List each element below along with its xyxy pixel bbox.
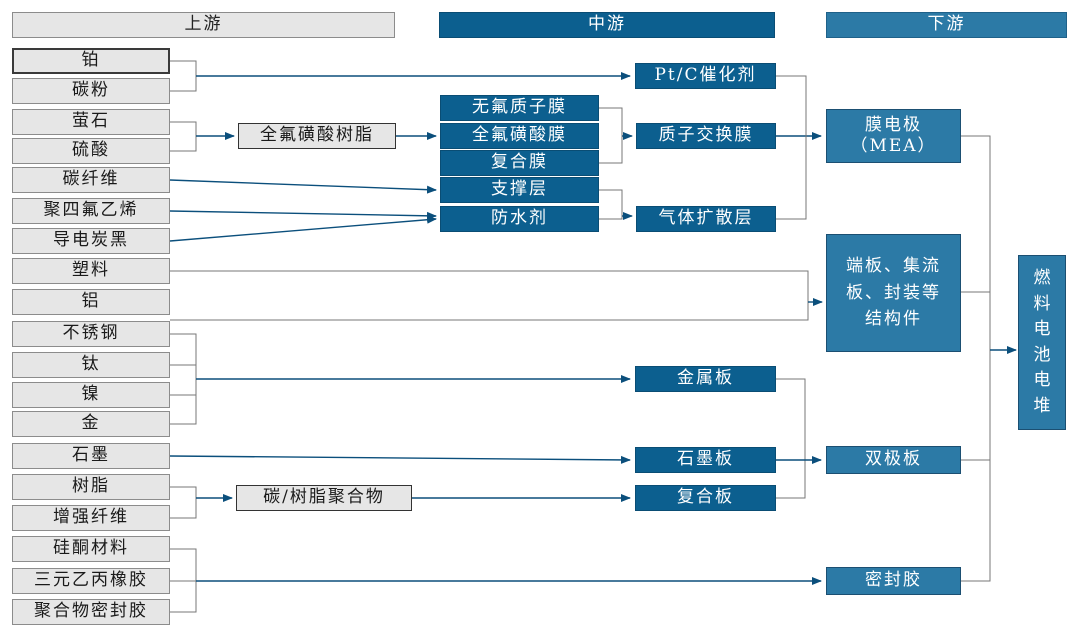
product-fuel-cell-stack: 燃料电池电堆 (1018, 255, 1066, 430)
component-composite-plate: 复合板 (635, 485, 776, 511)
material-epdm: 三元乙丙橡胶 (12, 568, 170, 594)
component-pem: 质子交换膜 (636, 123, 776, 149)
component-gdl: 气体扩散层 (636, 206, 776, 232)
component-graphite-plate: 石墨板 (635, 447, 776, 473)
material-aluminum: 铝 (12, 289, 170, 315)
material-ptfe: 聚四氟乙烯 (12, 198, 170, 224)
product-bipolar-plate: 双极板 (826, 446, 961, 474)
product-mea-line2: （MEA） (850, 136, 937, 156)
intermediate-carbon-resin-composite: 碳/树脂聚合物 (236, 485, 412, 511)
component-pfsa-membrane: 全氟磺酸膜 (440, 123, 599, 149)
material-fluorite: 萤石 (12, 109, 170, 135)
component-metal-plate: 金属板 (635, 366, 776, 392)
product-mea: 膜电极 （MEA） (826, 109, 961, 163)
material-stainless-steel: 不锈钢 (12, 321, 170, 347)
material-platinum: 铂 (12, 48, 170, 74)
product-mea-line1: 膜电极 (865, 114, 922, 135)
material-polymer-sealant: 聚合物密封胶 (12, 599, 170, 625)
component-composite-membrane: 复合膜 (440, 150, 599, 176)
material-reinforced-fiber: 增强纤维 (12, 505, 170, 531)
material-carbon-fiber: 碳纤维 (12, 167, 170, 193)
component-ptc-catalyst: Pt/C催化剂 (635, 63, 776, 89)
material-titanium: 钛 (12, 352, 170, 378)
material-silicone: 硅酮材料 (12, 536, 170, 562)
component-nonfluoro-pem: 无氟质子膜 (440, 95, 599, 121)
material-sulfuric-acid: 硫酸 (12, 138, 170, 164)
header-upstream: 上游 (12, 12, 395, 38)
material-plastic: 塑料 (12, 258, 170, 284)
product-structural-parts: 端板、集流板、封装等结构件 (826, 234, 961, 352)
material-gold: 金 (12, 411, 170, 437)
material-resin: 树脂 (12, 474, 170, 500)
material-carbon-powder: 碳粉 (12, 78, 170, 104)
component-waterproof-agent: 防水剂 (440, 206, 599, 232)
material-graphite: 石墨 (12, 443, 170, 469)
material-nickel: 镍 (12, 382, 170, 408)
component-support-layer: 支撑层 (440, 177, 599, 203)
header-midstream: 中游 (439, 12, 775, 38)
product-sealant: 密封胶 (826, 567, 961, 595)
header-downstream: 下游 (826, 12, 1067, 38)
intermediate-pfsa-resin: 全氟磺酸树脂 (238, 123, 396, 149)
material-conductive-carbon-black: 导电炭黑 (12, 228, 170, 254)
